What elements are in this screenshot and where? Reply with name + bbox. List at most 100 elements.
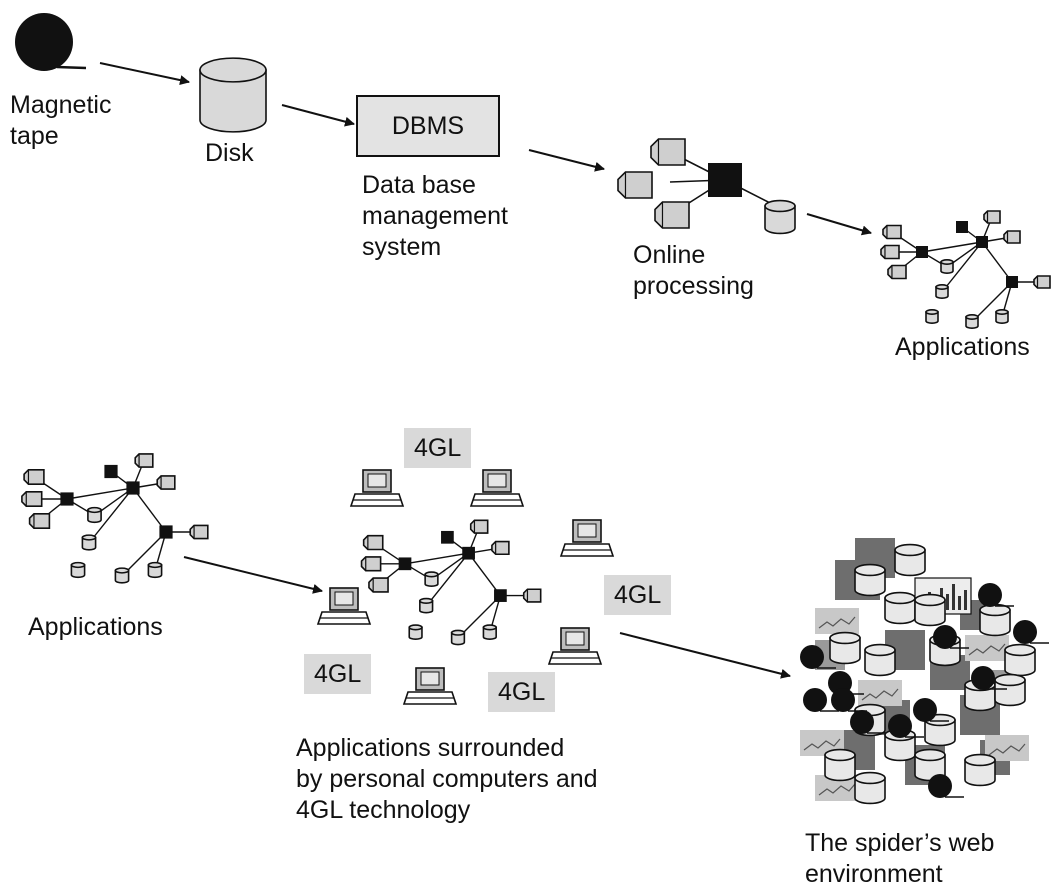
spider-web-caption: The spider’s web environment bbox=[805, 828, 994, 890]
flow-arrows bbox=[99, 62, 872, 679]
terminal-icon bbox=[23, 469, 45, 485]
spider-web-caption-line: environment bbox=[805, 860, 943, 888]
processor-node-icon bbox=[1006, 276, 1018, 288]
magnetic-tape-label: Magnetic tape bbox=[10, 90, 111, 152]
online-processing-label-line: processing bbox=[633, 272, 754, 300]
processor-node-icon bbox=[976, 236, 988, 248]
terminal-icon bbox=[522, 588, 542, 603]
applications-label-bottom: Applications bbox=[28, 613, 163, 641]
fourgl-tag: 4GL bbox=[604, 575, 672, 615]
surrounded-caption-line: 4GL technology bbox=[296, 796, 471, 824]
fourgl-tag: 4GL bbox=[488, 672, 556, 712]
database-cylinder-icon bbox=[408, 624, 423, 641]
tape-reel-icon bbox=[1013, 620, 1037, 644]
database-cylinder-icon bbox=[964, 753, 996, 787]
processor-node-icon bbox=[104, 464, 118, 479]
terminal-icon bbox=[491, 540, 510, 556]
terminal-icon bbox=[156, 475, 176, 490]
terminal-icon bbox=[469, 519, 489, 534]
database-cylinder-icon bbox=[199, 57, 267, 133]
magnetic-tape-label-line: tape bbox=[10, 122, 59, 150]
personal-computer-icon bbox=[349, 469, 405, 507]
sparkline bbox=[861, 688, 899, 701]
database-cylinder-icon bbox=[979, 603, 1011, 637]
dbms-caption-line: Data base bbox=[362, 171, 476, 199]
terminal-icon bbox=[983, 210, 1001, 224]
tape-reel-icon bbox=[971, 666, 995, 690]
connector-line bbox=[468, 552, 501, 597]
fourgl-tag: 4GL bbox=[304, 654, 372, 694]
online-processing-network-icon bbox=[617, 138, 796, 235]
tape-reel-icon bbox=[978, 583, 1002, 607]
database-cylinder-icon bbox=[824, 748, 856, 782]
connector-line bbox=[425, 552, 470, 607]
tape-reel-icon bbox=[933, 625, 957, 649]
connector-line bbox=[981, 241, 1013, 283]
sparkline bbox=[818, 616, 856, 629]
database-cylinder-icon bbox=[935, 284, 949, 299]
online-processing-label-line: Online bbox=[633, 241, 706, 269]
connector-line bbox=[66, 487, 134, 500]
database-cylinder-icon bbox=[924, 713, 956, 747]
terminal-icon bbox=[21, 491, 43, 507]
terminal-icon bbox=[360, 556, 382, 572]
connector-line bbox=[404, 552, 469, 565]
disk-label: Disk bbox=[205, 139, 254, 167]
magnetic-tape-label-line: Magnetic bbox=[10, 91, 112, 119]
database-cylinder-icon bbox=[70, 561, 86, 579]
processor-node-icon bbox=[441, 530, 454, 544]
connector-line bbox=[921, 241, 983, 253]
database-cylinder-icon bbox=[764, 199, 796, 235]
terminal-icon bbox=[368, 577, 389, 593]
processor-node-icon bbox=[708, 163, 742, 197]
processor-node-icon bbox=[60, 492, 74, 506]
personal-computer-icon bbox=[547, 627, 603, 665]
database-cylinder-icon bbox=[87, 506, 102, 524]
tape-reel-icon bbox=[850, 710, 874, 734]
connector-line bbox=[941, 241, 983, 293]
sparkline bbox=[968, 643, 1006, 656]
sparkline bbox=[988, 743, 1026, 756]
applications-network-icon-center bbox=[360, 519, 542, 646]
database-cylinder-icon bbox=[829, 631, 861, 665]
tape-reel-icon bbox=[831, 688, 855, 712]
personal-computer-icon bbox=[316, 587, 372, 625]
database-cylinder-icon bbox=[424, 571, 439, 588]
database-cylinder-icon bbox=[114, 567, 130, 584]
database-cylinder-icon bbox=[482, 624, 497, 641]
database-cylinder-icon bbox=[450, 629, 466, 646]
terminal-icon bbox=[28, 513, 51, 529]
database-cylinder-icon bbox=[940, 259, 954, 274]
database-cylinder-icon bbox=[1004, 643, 1036, 677]
database-cylinder-icon bbox=[914, 593, 946, 627]
database-cylinder-icon bbox=[965, 314, 979, 329]
applications-network-icon-bottom bbox=[21, 453, 209, 584]
personal-computer-icons bbox=[316, 469, 615, 705]
dbms-box: DBMS bbox=[356, 95, 500, 157]
database-cylinder-icon bbox=[854, 771, 886, 805]
database-cylinder-icon bbox=[81, 534, 97, 551]
online-processing-label: Online processing bbox=[633, 240, 754, 302]
terminal-icon bbox=[134, 453, 154, 468]
terminal-icon bbox=[887, 264, 907, 280]
terminal-icon bbox=[650, 138, 686, 166]
surrounded-caption: Applications surrounded by personal comp… bbox=[296, 733, 598, 826]
dbms-caption-line: management bbox=[362, 202, 508, 230]
spider-web-caption-line: The spider’s web bbox=[805, 829, 995, 857]
connector-line bbox=[971, 281, 1013, 323]
personal-computer-icon bbox=[469, 469, 525, 507]
terminal-icon bbox=[362, 534, 384, 551]
database-cylinder-icon bbox=[864, 643, 896, 677]
terminal-icon bbox=[880, 244, 900, 260]
terminal-icon bbox=[189, 524, 209, 540]
personal-computer-icon bbox=[402, 667, 458, 705]
tape-reel-icon bbox=[803, 688, 827, 712]
bar-mark bbox=[946, 594, 949, 610]
report-thumbnail bbox=[858, 680, 902, 706]
tape-reel-icon bbox=[800, 645, 824, 669]
database-cylinder-icon bbox=[925, 309, 939, 324]
terminal-icon bbox=[1003, 230, 1021, 244]
tape-reel-icon bbox=[888, 714, 912, 738]
database-cylinder-icon bbox=[419, 597, 434, 614]
